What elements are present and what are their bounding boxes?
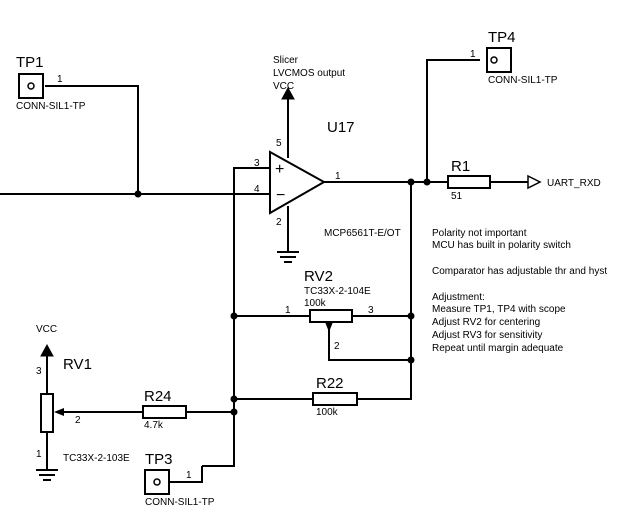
notes-block: Polarity not important MCU has built in … — [432, 228, 607, 354]
rv1-pin2: 2 — [75, 415, 81, 426]
u17-pin-minus: 4 — [254, 184, 260, 195]
test-point-tp4: TP4 CONN-SIL1-TP 1 — [470, 29, 558, 86]
u17-pin-out: 1 — [335, 171, 341, 182]
vcc-arrow-head-icon — [281, 86, 295, 100]
rv1-vcc-label: VCC — [36, 324, 57, 335]
note-line: Adjustment: — [432, 292, 485, 303]
junction-dot — [407, 178, 415, 186]
potentiometer-rv2: RV2 TC33X-2-104E 100k 1 2 3 — [285, 268, 374, 352]
r1-value: 51 — [451, 191, 463, 202]
note-line: Comparator has adjustable thr and hyst — [432, 266, 607, 277]
test-point-tp1: TP1 CONN-SIL1-TP 1 — [16, 54, 86, 112]
r22-ref: R22 — [316, 375, 344, 392]
note-line: Repeat until margin adequate — [432, 343, 564, 354]
comparator-u17: + − 3 4 1 5 2 U17 MCP6561T-E/OT — [254, 119, 401, 239]
tp3-ref: TP3 — [145, 451, 173, 468]
junction-dot — [230, 312, 238, 320]
r22-value: 100k — [316, 407, 339, 418]
junction-dot — [230, 395, 238, 403]
rv2-wiper-arrow-icon — [325, 322, 333, 332]
junction-dot — [407, 356, 415, 364]
wire-tp1 — [45, 85, 139, 194]
ground-bars-icon — [277, 251, 299, 263]
tp3-pad-icon — [153, 478, 161, 486]
note-line: Adjust RV2 for centering — [432, 317, 540, 328]
rv1-pin3: 3 — [36, 366, 42, 377]
wire-tp4 — [426, 59, 480, 182]
tp1-pin: 1 — [57, 74, 63, 85]
rv2-ref: RV2 — [304, 268, 333, 285]
rv2-pin2: 2 — [334, 341, 340, 352]
potentiometer-rv1: RV1 TC33X-2-103E 3 1 2 — [36, 356, 130, 464]
tp1-value: CONN-SIL1-TP — [16, 101, 86, 112]
supply-label-line1: Slicer — [273, 55, 299, 66]
u17-value: MCP6561T-E/OT — [324, 228, 401, 239]
tp4-value: CONN-SIL1-TP — [488, 75, 558, 86]
note-line: MCU has built in polarity switch — [432, 240, 571, 251]
uart-arrow-icon — [527, 174, 542, 190]
u17-body — [269, 150, 327, 215]
rv1-value: TC33X-2-103E — [63, 453, 130, 464]
r1-body — [447, 175, 491, 189]
supply-label-line2: LVCMOS output — [273, 68, 345, 79]
rv1-pin1: 1 — [36, 449, 42, 460]
r24-value: 4.7k — [144, 420, 164, 431]
resistor-r22: R22 100k — [312, 375, 358, 418]
note-line: Adjust RV3 for sensitivity — [432, 330, 542, 341]
tp1-ref: TP1 — [16, 54, 44, 71]
rv1-body — [40, 393, 54, 433]
junction-dot — [407, 312, 415, 320]
u17-minus-sign: − — [276, 187, 285, 204]
rv2-value2: 100k — [304, 298, 327, 309]
tp1-body — [18, 73, 44, 99]
junction-dot — [423, 178, 431, 186]
rv2-value1: TC33X-2-104E — [304, 286, 371, 297]
ground-icon — [36, 469, 58, 481]
tp4-pad-icon — [490, 56, 498, 64]
tp3-value: CONN-SIL1-TP — [145, 497, 215, 508]
tp4-pin: 1 — [470, 49, 476, 60]
ground-bars-icon — [36, 469, 58, 481]
net-label-uart: UART_RXD — [547, 178, 601, 189]
wire-tp3 — [169, 466, 203, 483]
rv2-body — [309, 309, 353, 323]
wires — [0, 59, 528, 470]
wire-rv2-wiper — [328, 322, 411, 361]
tp3-body — [144, 469, 170, 495]
net-output-arrow-icon — [527, 174, 542, 190]
tp3-pin: 1 — [186, 470, 192, 481]
rv2-pin1: 1 — [285, 305, 291, 316]
note-line: Polarity not important — [432, 228, 527, 239]
vcc-arrow-icon — [281, 86, 295, 100]
vcc-arrow-icon — [40, 343, 54, 357]
u17-plus-sign: + — [275, 161, 284, 178]
resistor-r24: R24 4.7k — [142, 388, 187, 431]
wire-out-r22 — [357, 182, 412, 400]
u17-pin-gnd: 2 — [276, 217, 282, 228]
r22-body — [312, 392, 358, 406]
r24-ref: R24 — [144, 388, 172, 405]
test-point-tp3: TP3 CONN-SIL1-TP 1 — [144, 451, 215, 508]
r24-body — [142, 405, 187, 419]
rv1-wiper-arrow-icon — [54, 408, 64, 416]
supply-label-line3: VCC — [273, 81, 294, 92]
junction-dot — [134, 190, 142, 198]
ground-icon — [277, 251, 299, 263]
junction-dot — [230, 408, 238, 416]
rv1-ref: RV1 — [63, 356, 92, 373]
rv2-pin3: 3 — [368, 305, 374, 316]
u17-pin-vcc: 5 — [276, 138, 282, 149]
note-line: Measure TP1, TP4 with scope — [432, 304, 566, 315]
tp4-ref: TP4 — [488, 29, 516, 46]
u17-pin-plus: 3 — [254, 158, 260, 169]
u17-ref: U17 — [327, 119, 355, 136]
junctions — [134, 178, 431, 416]
resistor-r1: R1 51 — [447, 158, 491, 202]
r1-ref: R1 — [451, 158, 470, 175]
rv1-vcc-arrow-head-icon — [40, 343, 54, 357]
tp1-pad-icon — [27, 82, 35, 90]
